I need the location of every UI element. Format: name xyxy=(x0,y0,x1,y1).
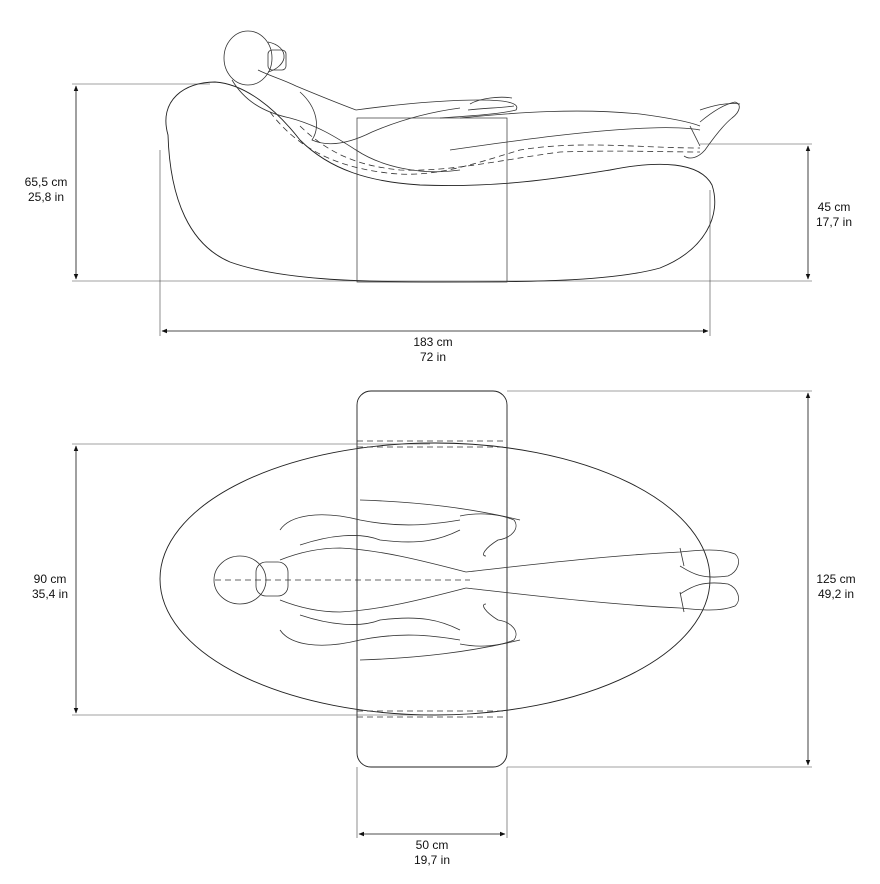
height-in-label: 25,8 in xyxy=(28,190,64,204)
strap-width-in-label: 19,7 in xyxy=(414,853,450,867)
width-in-label: 35,4 in xyxy=(32,587,68,601)
strap-length-in-label: 49,2 in xyxy=(818,587,854,601)
side-view: 65,5 cm 25,8 in 45 cm 17,7 in 183 cm 72 … xyxy=(25,30,852,364)
length-cm-label: 183 cm xyxy=(413,335,452,349)
head-side xyxy=(223,30,273,86)
strap-length-cm-label: 125 cm xyxy=(816,572,855,586)
person-top-figure xyxy=(213,499,739,661)
length-in-label: 72 in xyxy=(420,350,446,364)
seat-height-in-label: 17,7 in xyxy=(816,215,852,229)
mask-top xyxy=(255,561,289,597)
beanbag-side-outline xyxy=(165,81,716,283)
mask-side xyxy=(267,49,287,71)
strap-width-cm-label: 50 cm xyxy=(416,838,449,852)
head-top xyxy=(213,555,267,605)
strap-side xyxy=(356,117,508,283)
beanbag-top-outline xyxy=(159,442,711,716)
seat-height-cm-label: 45 cm xyxy=(818,200,851,214)
width-cm-label: 90 cm xyxy=(34,572,67,586)
top-view: 90 cm 35,4 in 125 cm 49,2 in 50 cm 19,7 … xyxy=(32,390,856,867)
person-side-figure xyxy=(223,30,741,173)
height-cm-label: 65,5 cm xyxy=(25,175,68,189)
